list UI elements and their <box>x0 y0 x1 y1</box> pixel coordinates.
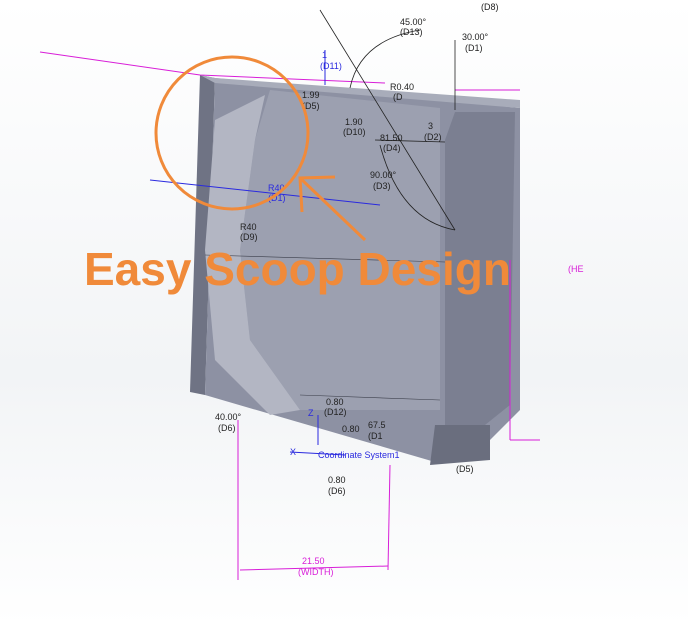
dim-d12[interactable]: (D12) <box>324 407 347 417</box>
part-side-face <box>190 75 215 395</box>
axis-z-label: Z <box>308 408 314 418</box>
highlight-annotation <box>154 55 367 242</box>
dim-d1[interactable]: (D1) <box>465 43 483 53</box>
edge-line <box>204 254 446 263</box>
part-top-face <box>200 75 520 108</box>
dim-d10[interactable]: (D10) <box>343 127 366 137</box>
dim-width-value[interactable]: 21.50 <box>302 556 325 566</box>
dim-d15-value[interactable]: 0.80 <box>342 424 360 434</box>
axis-x-label: X <box>290 447 296 457</box>
dim-d6-angle-value[interactable]: 40.00° <box>215 412 242 422</box>
dim-d2-value[interactable]: 3 <box>428 121 433 131</box>
dimension-leaders <box>319 9 456 231</box>
edge-line <box>299 394 441 401</box>
scoop-part[interactable] <box>190 75 520 465</box>
dim-height[interactable]: (HE <box>568 264 584 274</box>
arrow-shaft <box>298 176 367 242</box>
dim-d4-value[interactable]: 81.50 <box>380 133 403 143</box>
dim-d5[interactable]: (D5) <box>456 464 474 474</box>
dim-d5-top-value[interactable]: 1.99 <box>302 90 320 100</box>
dim-d3-value[interactable]: 90.00° <box>370 170 397 180</box>
dim-d11[interactable]: (D11) <box>320 61 342 71</box>
dim-d8[interactable]: (D8) <box>481 2 499 12</box>
driven-dimension-lines <box>39 51 540 580</box>
dim-d7-value[interactable]: R0.40 <box>390 82 414 92</box>
dim-d5-top[interactable]: (D5) <box>302 101 320 111</box>
pocket-inner <box>240 90 440 410</box>
dim-d6[interactable]: (D6) <box>328 486 346 496</box>
highlight-circle <box>154 55 310 211</box>
dim-radius-lower[interactable]: (D9) <box>240 232 258 242</box>
dim-d2[interactable]: (D2) <box>424 132 442 142</box>
dim-d6-angle[interactable]: (D6) <box>218 423 236 433</box>
dim-radius[interactable]: (D1) <box>268 193 286 203</box>
arrow-head-icon <box>298 175 336 213</box>
part-right-wall <box>445 112 515 425</box>
dim-d4[interactable]: (D4) <box>383 143 401 153</box>
dim-d13[interactable]: (D13) <box>400 27 423 37</box>
dim-d11-value[interactable]: 1 <box>322 50 327 60</box>
dim-width[interactable]: (WIDTH) <box>298 567 334 577</box>
dim-radius-lower-value[interactable]: R40 <box>240 222 257 232</box>
dim-d1-value[interactable]: 30.00° <box>462 32 489 42</box>
dim-d10-value[interactable]: 1.90 <box>345 117 363 127</box>
scoop-curve-face <box>205 95 300 415</box>
dim-d14[interactable]: (D1 <box>368 431 383 441</box>
dim-d6-value[interactable]: 0.80 <box>328 475 346 485</box>
dim-radius-value[interactable]: R40 <box>268 183 285 193</box>
dim-d14-value[interactable]: 67.5 <box>368 420 386 430</box>
coordinate-system-label[interactable]: Coordinate System1 <box>318 450 400 460</box>
dim-d13-value[interactable]: 45.00° <box>400 17 427 27</box>
dim-d12-value[interactable]: 0.80 <box>326 397 344 407</box>
sketch-lines <box>149 50 381 456</box>
dim-d3[interactable]: (D3) <box>373 181 391 191</box>
dim-d7[interactable]: (D <box>393 92 403 102</box>
part-foot <box>430 425 490 465</box>
overlay-title: Easy Scoop Design <box>84 243 511 295</box>
